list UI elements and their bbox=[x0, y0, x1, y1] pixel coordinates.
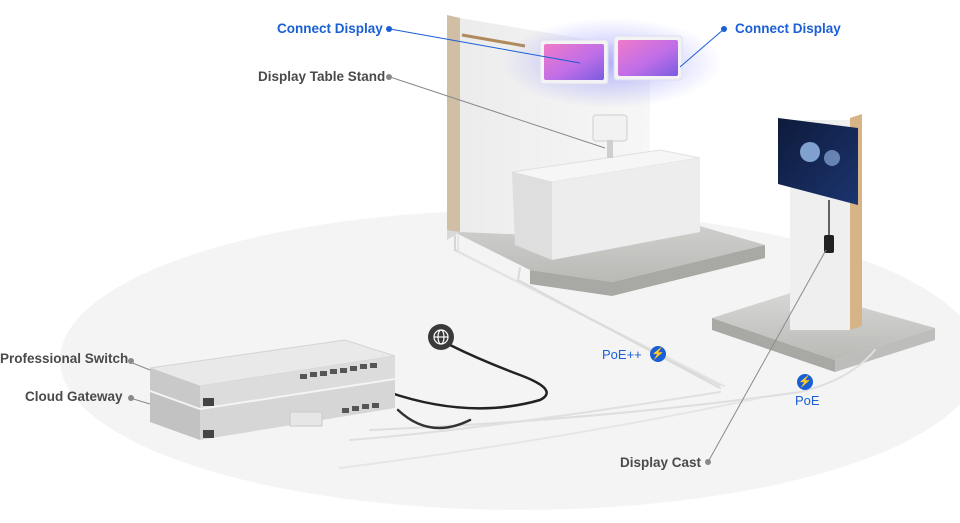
poe-label: PoE bbox=[795, 393, 820, 408]
display-table-stand-dot bbox=[386, 74, 392, 80]
counter-side bbox=[512, 172, 552, 260]
gateway-side bbox=[150, 392, 200, 440]
lightning-bolt-icon: ⚡ bbox=[650, 346, 666, 362]
display-cast-device bbox=[824, 235, 834, 253]
connect-display-right-dot bbox=[721, 26, 727, 32]
globe-icon bbox=[428, 324, 454, 350]
display-table-stand bbox=[592, 114, 628, 142]
cloud-gateway-dot bbox=[128, 395, 134, 401]
professional-switch-label: Professional Switch bbox=[0, 351, 129, 366]
booth-floor-edge bbox=[530, 245, 765, 296]
network-rack bbox=[149, 339, 396, 440]
cables bbox=[339, 235, 876, 469]
tv-screen bbox=[778, 118, 858, 205]
floor-shadow bbox=[60, 210, 960, 510]
display-cast-label: Display Cast bbox=[620, 455, 702, 470]
display-glow bbox=[502, 18, 722, 108]
switch-side bbox=[150, 368, 200, 408]
internet-cable bbox=[386, 343, 548, 410]
connect-display-left-dot bbox=[386, 26, 392, 32]
professional-switch-dot bbox=[128, 358, 134, 364]
cloud-gateway-label: Cloud Gateway bbox=[25, 389, 123, 404]
booth-wood-trim bbox=[447, 15, 460, 232]
connect-display-left-label: Connect Display bbox=[277, 21, 383, 36]
lightning-bolt-icon: ⚡ bbox=[797, 374, 813, 390]
display-table-stand-label: Display Table Stand bbox=[258, 69, 386, 84]
poe-cable bbox=[369, 349, 876, 431]
leader-lines bbox=[129, 28, 827, 463]
counter-front bbox=[552, 158, 700, 260]
display-cast-dot bbox=[705, 459, 711, 465]
connect-display-right-label: Connect Display bbox=[735, 21, 841, 36]
gateway-front bbox=[200, 380, 395, 440]
poe-plus-plus-label: PoE++ bbox=[602, 347, 642, 362]
